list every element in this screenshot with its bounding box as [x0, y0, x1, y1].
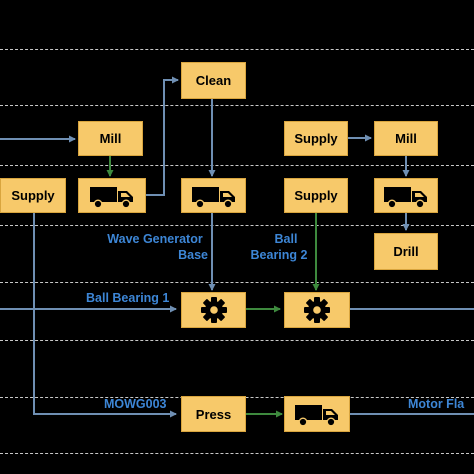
drill-label: Drill [393, 244, 419, 259]
ball-bearing-2-line2: Bearing 2 [250, 248, 308, 262]
supply-top-right-label: Supply [294, 131, 338, 146]
truck-node-left [78, 178, 146, 213]
clean-node: Clean [181, 62, 246, 99]
supply-middle-label: Supply [294, 188, 338, 203]
mill-node-left: Mill [78, 121, 143, 156]
truck-node-center [181, 178, 246, 213]
truck-icon [295, 405, 338, 427]
gear-icon [304, 297, 330, 323]
mill-node-right: Mill [374, 121, 438, 156]
press-label: Press [195, 406, 232, 422]
ball-bearing-1-label: Ball Bearing 1 [86, 291, 170, 305]
gear-node-left [181, 292, 246, 328]
truck-icon [191, 186, 235, 209]
arrow-truck-to-clean [146, 76, 179, 196]
drill-node: Drill [374, 233, 438, 270]
clean-label: Clean [195, 73, 232, 88]
supply-node-middle: Supply [284, 178, 348, 213]
wave-generator-line2: Base [178, 248, 208, 262]
lane-divider [0, 225, 474, 226]
wave-generator-line1: Wave Generator [107, 232, 203, 246]
lane-divider [0, 49, 474, 50]
supply-node-top-right: Supply [284, 121, 348, 156]
arrow-supply-to-press [33, 213, 177, 418]
gear-node-right [284, 292, 350, 328]
lane-divider [0, 105, 474, 106]
ball-bearing-2-line1: Ball [274, 232, 298, 246]
truck-node-bottom [284, 396, 350, 432]
truck-icon [384, 186, 427, 209]
wave-generator-base-label: Wave Generator Base [100, 231, 210, 263]
lane-divider [0, 165, 474, 166]
ball-bearing-2-label: Ball Bearing 2 [246, 231, 312, 263]
press-node: Press [181, 396, 246, 432]
truck-icon [90, 186, 133, 209]
motor-flange-label: Motor Fla [408, 397, 465, 411]
supply-node-left: Supply [0, 178, 66, 213]
lane-divider [0, 340, 474, 341]
lane-divider [0, 282, 474, 283]
mill-right-label: Mill [395, 131, 417, 146]
supply-left-label: Supply [11, 188, 55, 203]
mowg003-label: MOWG003 [104, 397, 167, 411]
lane-divider [0, 453, 474, 454]
gear-icon [200, 297, 227, 323]
truck-node-right [374, 178, 438, 213]
mill-left-label: Mill [99, 131, 122, 146]
